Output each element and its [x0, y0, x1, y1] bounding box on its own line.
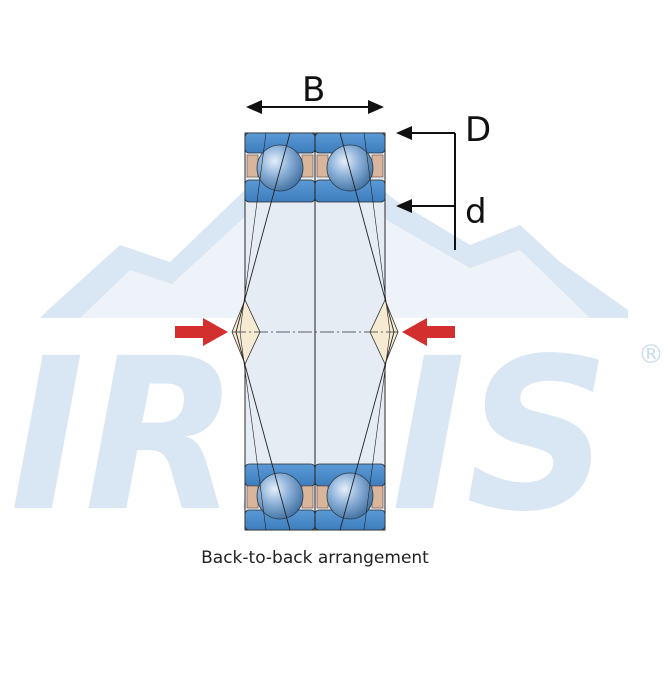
- top-right-rolling-element: [314, 132, 386, 203]
- bearing-pair: [231, 132, 399, 531]
- ball: [326, 472, 374, 520]
- diagram-caption: Back-to-back arrangement: [201, 548, 429, 568]
- right-load-arrow: [402, 318, 455, 346]
- ball: [256, 144, 304, 192]
- width-dimension-arrow: [246, 100, 384, 114]
- ball: [326, 144, 374, 192]
- top-left-rolling-element: [244, 132, 316, 203]
- left-load-arrow: [175, 318, 228, 346]
- contact-lines: [235, 132, 395, 531]
- ball: [256, 472, 304, 520]
- width-label-B: B: [302, 70, 326, 110]
- bottom-right-rolling-element: [314, 463, 386, 531]
- bore-diameter-label-d: d: [465, 192, 487, 232]
- outer-diameter-label-D: D: [465, 110, 492, 150]
- registered-trademark-mark: ®: [638, 340, 664, 370]
- bottom-left-rolling-element: [244, 463, 316, 531]
- diameter-dimension-arrows: [396, 126, 456, 250]
